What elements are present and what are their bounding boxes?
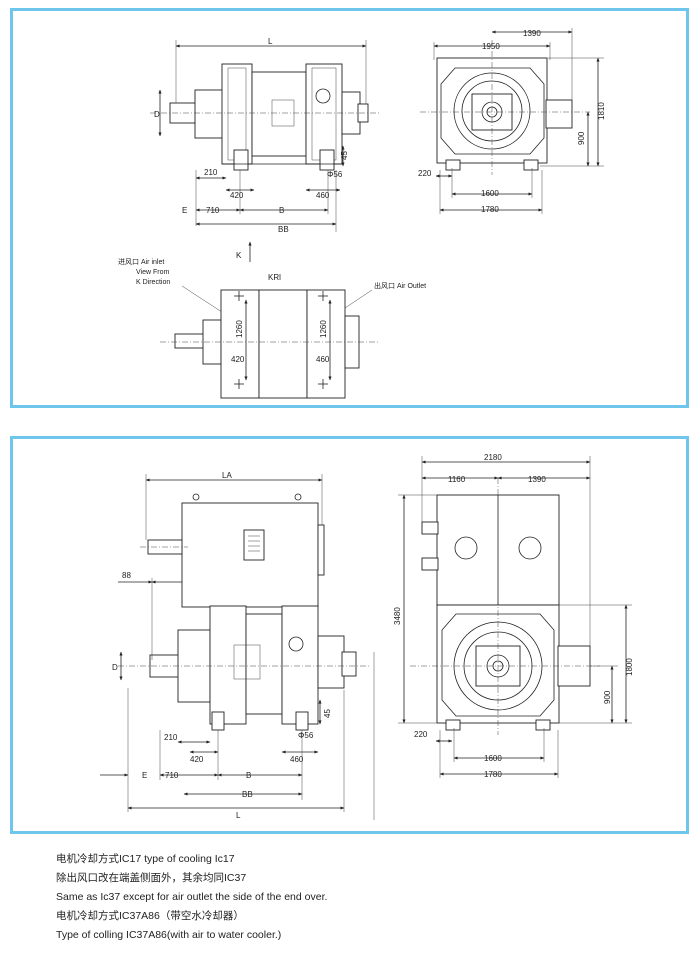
- plan-title: KRl: [268, 273, 281, 282]
- dim-45: 45: [323, 709, 332, 718]
- dim-1390: 1390: [523, 29, 541, 38]
- dim-420: 420: [190, 755, 204, 764]
- dim-E: E: [142, 771, 147, 780]
- dim-460: 460: [316, 191, 330, 200]
- bottom-end-view: 2180 1160 1390 3480 1800 900 220 1600 17…: [393, 453, 634, 779]
- air-inlet-label: 进风口 Air inlet: [118, 258, 164, 266]
- caption-line-1: 电机冷却方式IC17 type of cooling Ic17: [56, 853, 235, 865]
- plan-dim-460: 460: [316, 355, 330, 364]
- dim-900: 900: [577, 131, 586, 145]
- svg-text:K: K: [236, 251, 242, 260]
- view-from-label: View From: [136, 269, 169, 276]
- k-direction-label: K Direction: [136, 279, 170, 286]
- dim-1950: 1950: [482, 42, 500, 51]
- caption-line-4: 电机冷却方式IC37A86（带空水冷却器）: [56, 910, 244, 922]
- dim-B: B: [246, 771, 251, 780]
- dim-BB: BB: [242, 790, 253, 799]
- dim-220: 220: [418, 169, 432, 178]
- dim-1810: 1810: [597, 102, 606, 120]
- dim-L: L: [236, 811, 241, 820]
- bottom-drawing-panel: [10, 436, 689, 834]
- dim-1780: 1780: [484, 770, 502, 779]
- top-end-view: 1390 1950 1810 900 220 1600 1780: [418, 28, 606, 214]
- plan-dim-1260-left: 1260: [235, 320, 244, 338]
- dim-L: L: [268, 37, 273, 46]
- dim-B: B: [279, 206, 284, 215]
- dim-420: 420: [230, 191, 244, 200]
- dim-1800: 1800: [625, 658, 634, 676]
- dim-45: 45: [340, 151, 349, 160]
- k-direction-arrow: K: [236, 241, 252, 262]
- dim-3480: 3480: [393, 607, 402, 625]
- caption-line-2: 除出风口改在端盖侧面外，其余均同IC37: [56, 872, 247, 884]
- plan-dim-420: 420: [231, 355, 245, 364]
- dim-88: 88: [122, 571, 131, 580]
- top-plan-view: KRl 进风口 Air inlet View From K Direction …: [118, 258, 426, 399]
- caption: 电机冷却方式IC17 type of cooling Ic17 除出风口改在端盖…: [56, 850, 676, 945]
- bottom-side-view: LA 88 D 45 210 Φ56 420 460 E 710 B: [100, 471, 375, 820]
- dim-710: 710: [165, 771, 179, 780]
- dim-900: 900: [603, 690, 612, 704]
- plan-dim-1260-right: 1260: [319, 320, 328, 338]
- dim-D: D: [112, 663, 118, 672]
- dim-1160: 1160: [448, 475, 466, 484]
- dim-D: D: [154, 110, 160, 119]
- caption-line-3: Same as Ic37 except for air outlet the s…: [56, 891, 328, 903]
- dim-2180: 2180: [484, 453, 502, 462]
- dim-E: E: [182, 206, 187, 215]
- dim-1600: 1600: [481, 189, 499, 198]
- dim-phi56: Φ56: [298, 731, 314, 740]
- dim-460: 460: [290, 755, 304, 764]
- dim-210: 210: [164, 733, 178, 742]
- dim-1390: 1390: [528, 475, 546, 484]
- dim-1780: 1780: [481, 205, 499, 214]
- dim-210: 210: [204, 168, 218, 177]
- caption-line-5: Type of colling IC37A86(with air to wate…: [56, 929, 282, 941]
- dim-phi56: Φ56: [327, 170, 343, 179]
- dim-LA: LA: [222, 471, 232, 480]
- dim-1600: 1600: [484, 754, 502, 763]
- dim-BB: BB: [278, 225, 289, 234]
- air-outlet-label: 出风口 Air Outlet: [374, 281, 426, 290]
- dim-220: 220: [414, 730, 428, 739]
- dim-710: 710: [206, 206, 220, 215]
- top-side-view: L D 45 210 Φ56 420 460 E 710 B BB: [150, 37, 380, 234]
